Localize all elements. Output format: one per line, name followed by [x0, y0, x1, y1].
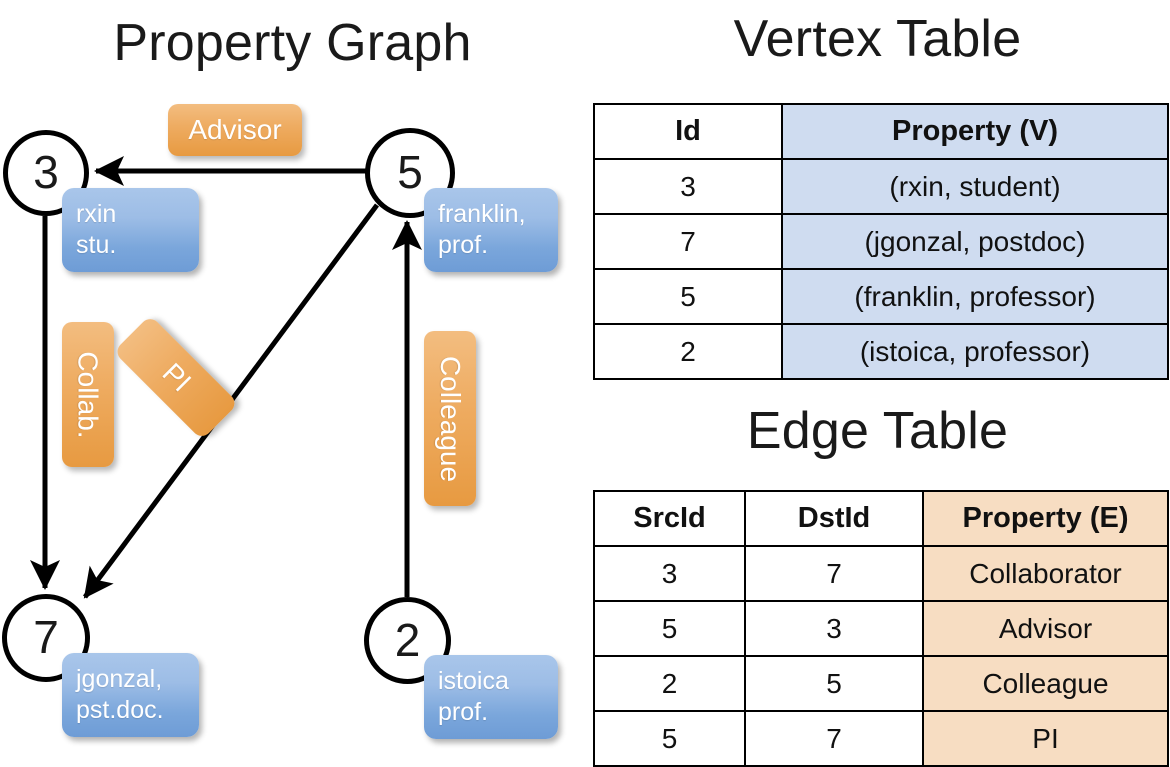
vertex-table-header-row: Id Property (V): [593, 103, 1169, 160]
vertex-cell-property: (jgonzal, postdoc): [781, 213, 1169, 270]
vertex-cell-property: (franklin, professor): [781, 268, 1169, 325]
vertex-cell-id: 7: [593, 213, 783, 270]
vertex-cell-property: (istoica, professor): [781, 323, 1169, 380]
table-row: 2 (istoica, professor): [593, 323, 1169, 380]
node-property-box-5-line2: prof.: [438, 231, 489, 259]
node-property-box-7-line1: jgonzal,: [76, 665, 163, 693]
node-property-box-2-line2: prof.: [438, 698, 489, 726]
node-property-box-2-line1: istoica: [438, 667, 509, 695]
edge-cell-dstid: 7: [744, 545, 924, 602]
graph-node-2[interactable]: 2: [364, 597, 451, 684]
graph-node-7-label: 7: [33, 611, 59, 663]
page-title-vertex-table: Vertex Table: [733, 10, 1022, 68]
edge-cell-dstid: 5: [744, 655, 924, 712]
edge-cell-property: Advisor: [922, 600, 1169, 657]
node-property-box-3-line2: stu.: [76, 231, 117, 259]
edge-table-header-property: Property (E): [922, 490, 1169, 547]
table-row: 7 (jgonzal, postdoc): [593, 213, 1169, 270]
edge-label-colleague: Colleague: [424, 331, 476, 506]
table-row: 5 7 PI: [593, 710, 1169, 767]
vertex-cell-id: 5: [593, 268, 783, 325]
edge-label-advisor: Advisor: [168, 104, 302, 156]
node-property-box-3-line1: rxin: [76, 200, 117, 228]
edge-label-collab-text: Collab.: [73, 350, 105, 439]
edge-table: SrcId DstId Property (E) 3 7 Collaborato…: [593, 490, 1169, 767]
node-property-box-2: istoica prof.: [424, 655, 558, 739]
vertex-table: Id Property (V) 3 (rxin, student) 7 (jgo…: [593, 103, 1169, 380]
table-row: 3 7 Collaborator: [593, 545, 1169, 602]
node-property-box-5-line1: franklin,: [438, 200, 526, 228]
edge-label-colleague-text: Colleague: [435, 355, 467, 482]
table-row: 2 5 Colleague: [593, 655, 1169, 712]
graph-node-5[interactable]: 5: [365, 128, 455, 218]
node-property-box-5: franklin, prof.: [424, 188, 558, 272]
edge-cell-srcid: 5: [593, 600, 746, 657]
node-property-box-7-line2: pst.doc.: [76, 696, 164, 724]
table-row: 5 (franklin, professor): [593, 268, 1169, 325]
vertex-table-header-id: Id: [593, 103, 783, 160]
node-property-box-7: jgonzal, pst.doc.: [62, 653, 199, 737]
edge-table-header-dstid: DstId: [744, 490, 924, 547]
graph-node-3-label: 3: [33, 146, 59, 198]
table-row: 3 (rxin, student): [593, 158, 1169, 215]
edge-cell-srcid: 2: [593, 655, 746, 712]
edge-label-advisor-text: Advisor: [188, 114, 282, 145]
page-title-property-graph: Property Graph: [113, 14, 472, 72]
graph-node-5-label: 5: [397, 146, 423, 198]
vertex-cell-id: 3: [593, 158, 783, 215]
table-row: 5 3 Advisor: [593, 600, 1169, 657]
edge-cell-property: Collaborator: [922, 545, 1169, 602]
vertex-table-header-property: Property (V): [781, 103, 1169, 160]
edge-table-header-srcid: SrcId: [593, 490, 746, 547]
vertex-cell-id: 2: [593, 323, 783, 380]
page-title-edge-table: Edge Table: [746, 402, 1009, 460]
edge-cell-dstid: 7: [744, 710, 924, 767]
graph-node-2-label: 2: [394, 613, 421, 666]
edge-cell-property: Colleague: [922, 655, 1169, 712]
edge-cell-srcid: 3: [593, 545, 746, 602]
edge-label-pi-text: PI: [156, 356, 197, 398]
node-property-box-3: rxin stu.: [62, 188, 199, 272]
edge-cell-property: PI: [922, 710, 1169, 767]
edge-cell-dstid: 3: [744, 600, 924, 657]
edge-label-collab: Collab.: [62, 322, 114, 467]
edge-cell-srcid: 5: [593, 710, 746, 767]
edge-table-header-row: SrcId DstId Property (E): [593, 490, 1169, 547]
vertex-cell-property: (rxin, student): [781, 158, 1169, 215]
